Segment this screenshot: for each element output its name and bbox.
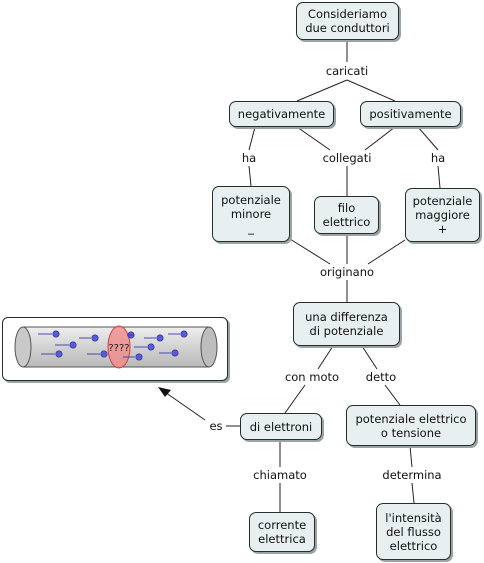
wire-illustration-label: ???? xyxy=(108,343,129,354)
wire-electron-flow-image[interactable]: ???? xyxy=(2,317,228,381)
node-potenziale-maggiore[interactable]: potenziale maggiore + xyxy=(405,188,480,242)
node-corrente-elettrica[interactable]: corrente elettrica xyxy=(249,512,315,552)
link-label-originano: originano xyxy=(317,265,377,279)
node-filo-elettrico[interactable]: filo elettrico xyxy=(314,196,379,234)
node-intensita-flusso[interactable]: l'intensità del flusso elettrico xyxy=(376,503,451,560)
link-label-ha-right: ha xyxy=(428,151,448,165)
node-di-elettroni[interactable]: di elettroni xyxy=(240,413,322,440)
cross-section-icon xyxy=(107,325,131,369)
node-potenziale-minore[interactable]: potenziale minore _ xyxy=(212,186,290,242)
node-consideriamo[interactable]: Consideriamo due conduttori xyxy=(296,2,399,40)
link-label-caricati: caricati xyxy=(323,64,371,78)
link-label-detto: detto xyxy=(363,370,399,384)
node-negativamente[interactable]: negativamente xyxy=(229,101,334,127)
node-positivamente[interactable]: positivamente xyxy=(360,101,461,127)
link-label-ha-left: ha xyxy=(239,151,259,165)
node-potenziale-elettrico[interactable]: potenziale elettrico o tensione xyxy=(346,405,476,446)
node-differenza-potenziale[interactable]: una differenza di potenziale xyxy=(293,302,400,346)
wire-illustration: ???? xyxy=(14,325,218,369)
link-label-es: es xyxy=(207,419,225,433)
link-label-collegati: collegati xyxy=(320,151,374,165)
link-label-determina: determina xyxy=(380,468,444,482)
link-label-con-moto: con moto xyxy=(282,370,342,384)
link-label-chiamato: chiamato xyxy=(251,468,309,482)
